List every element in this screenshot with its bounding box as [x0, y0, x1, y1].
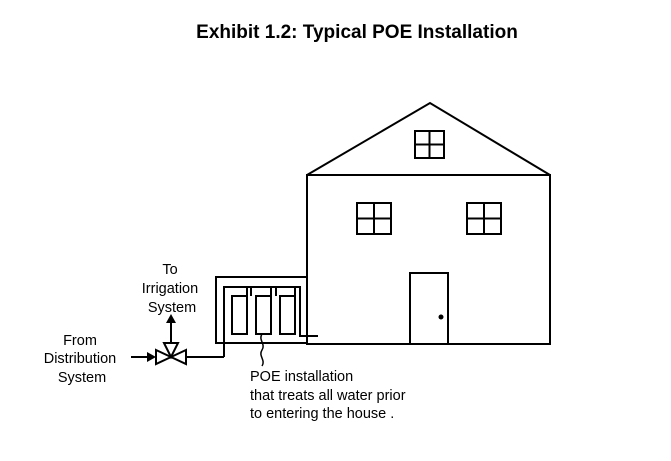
poe-cartridge-3 [279, 295, 296, 335]
distribution-label: From Distribution System [44, 333, 121, 386]
poe-label: POE installation that treats all water p… [250, 369, 410, 422]
irrigation-label: To Irrigation System [142, 262, 202, 316]
door [409, 272, 449, 345]
poe-internal-piping [223, 286, 252, 357]
door-knob [438, 314, 444, 320]
diagram-title: Exhibit 1.2: Typical POE Installation [196, 22, 518, 43]
distribution-arrow [131, 352, 156, 362]
left-window [356, 202, 392, 235]
poe-cabinet [215, 276, 308, 344]
three-way-valve [155, 342, 187, 366]
house [306, 101, 551, 345]
poe-cartridge-2 [255, 295, 272, 335]
poe-cartridge-1 [231, 295, 248, 335]
house-roof [306, 101, 551, 176]
house-wall [306, 174, 551, 345]
poe-enclosure [215, 276, 318, 357]
right-window [466, 202, 502, 235]
attic-window [414, 130, 445, 159]
irrigation-arrow [166, 314, 176, 343]
poe-leader-line [260, 333, 264, 367]
